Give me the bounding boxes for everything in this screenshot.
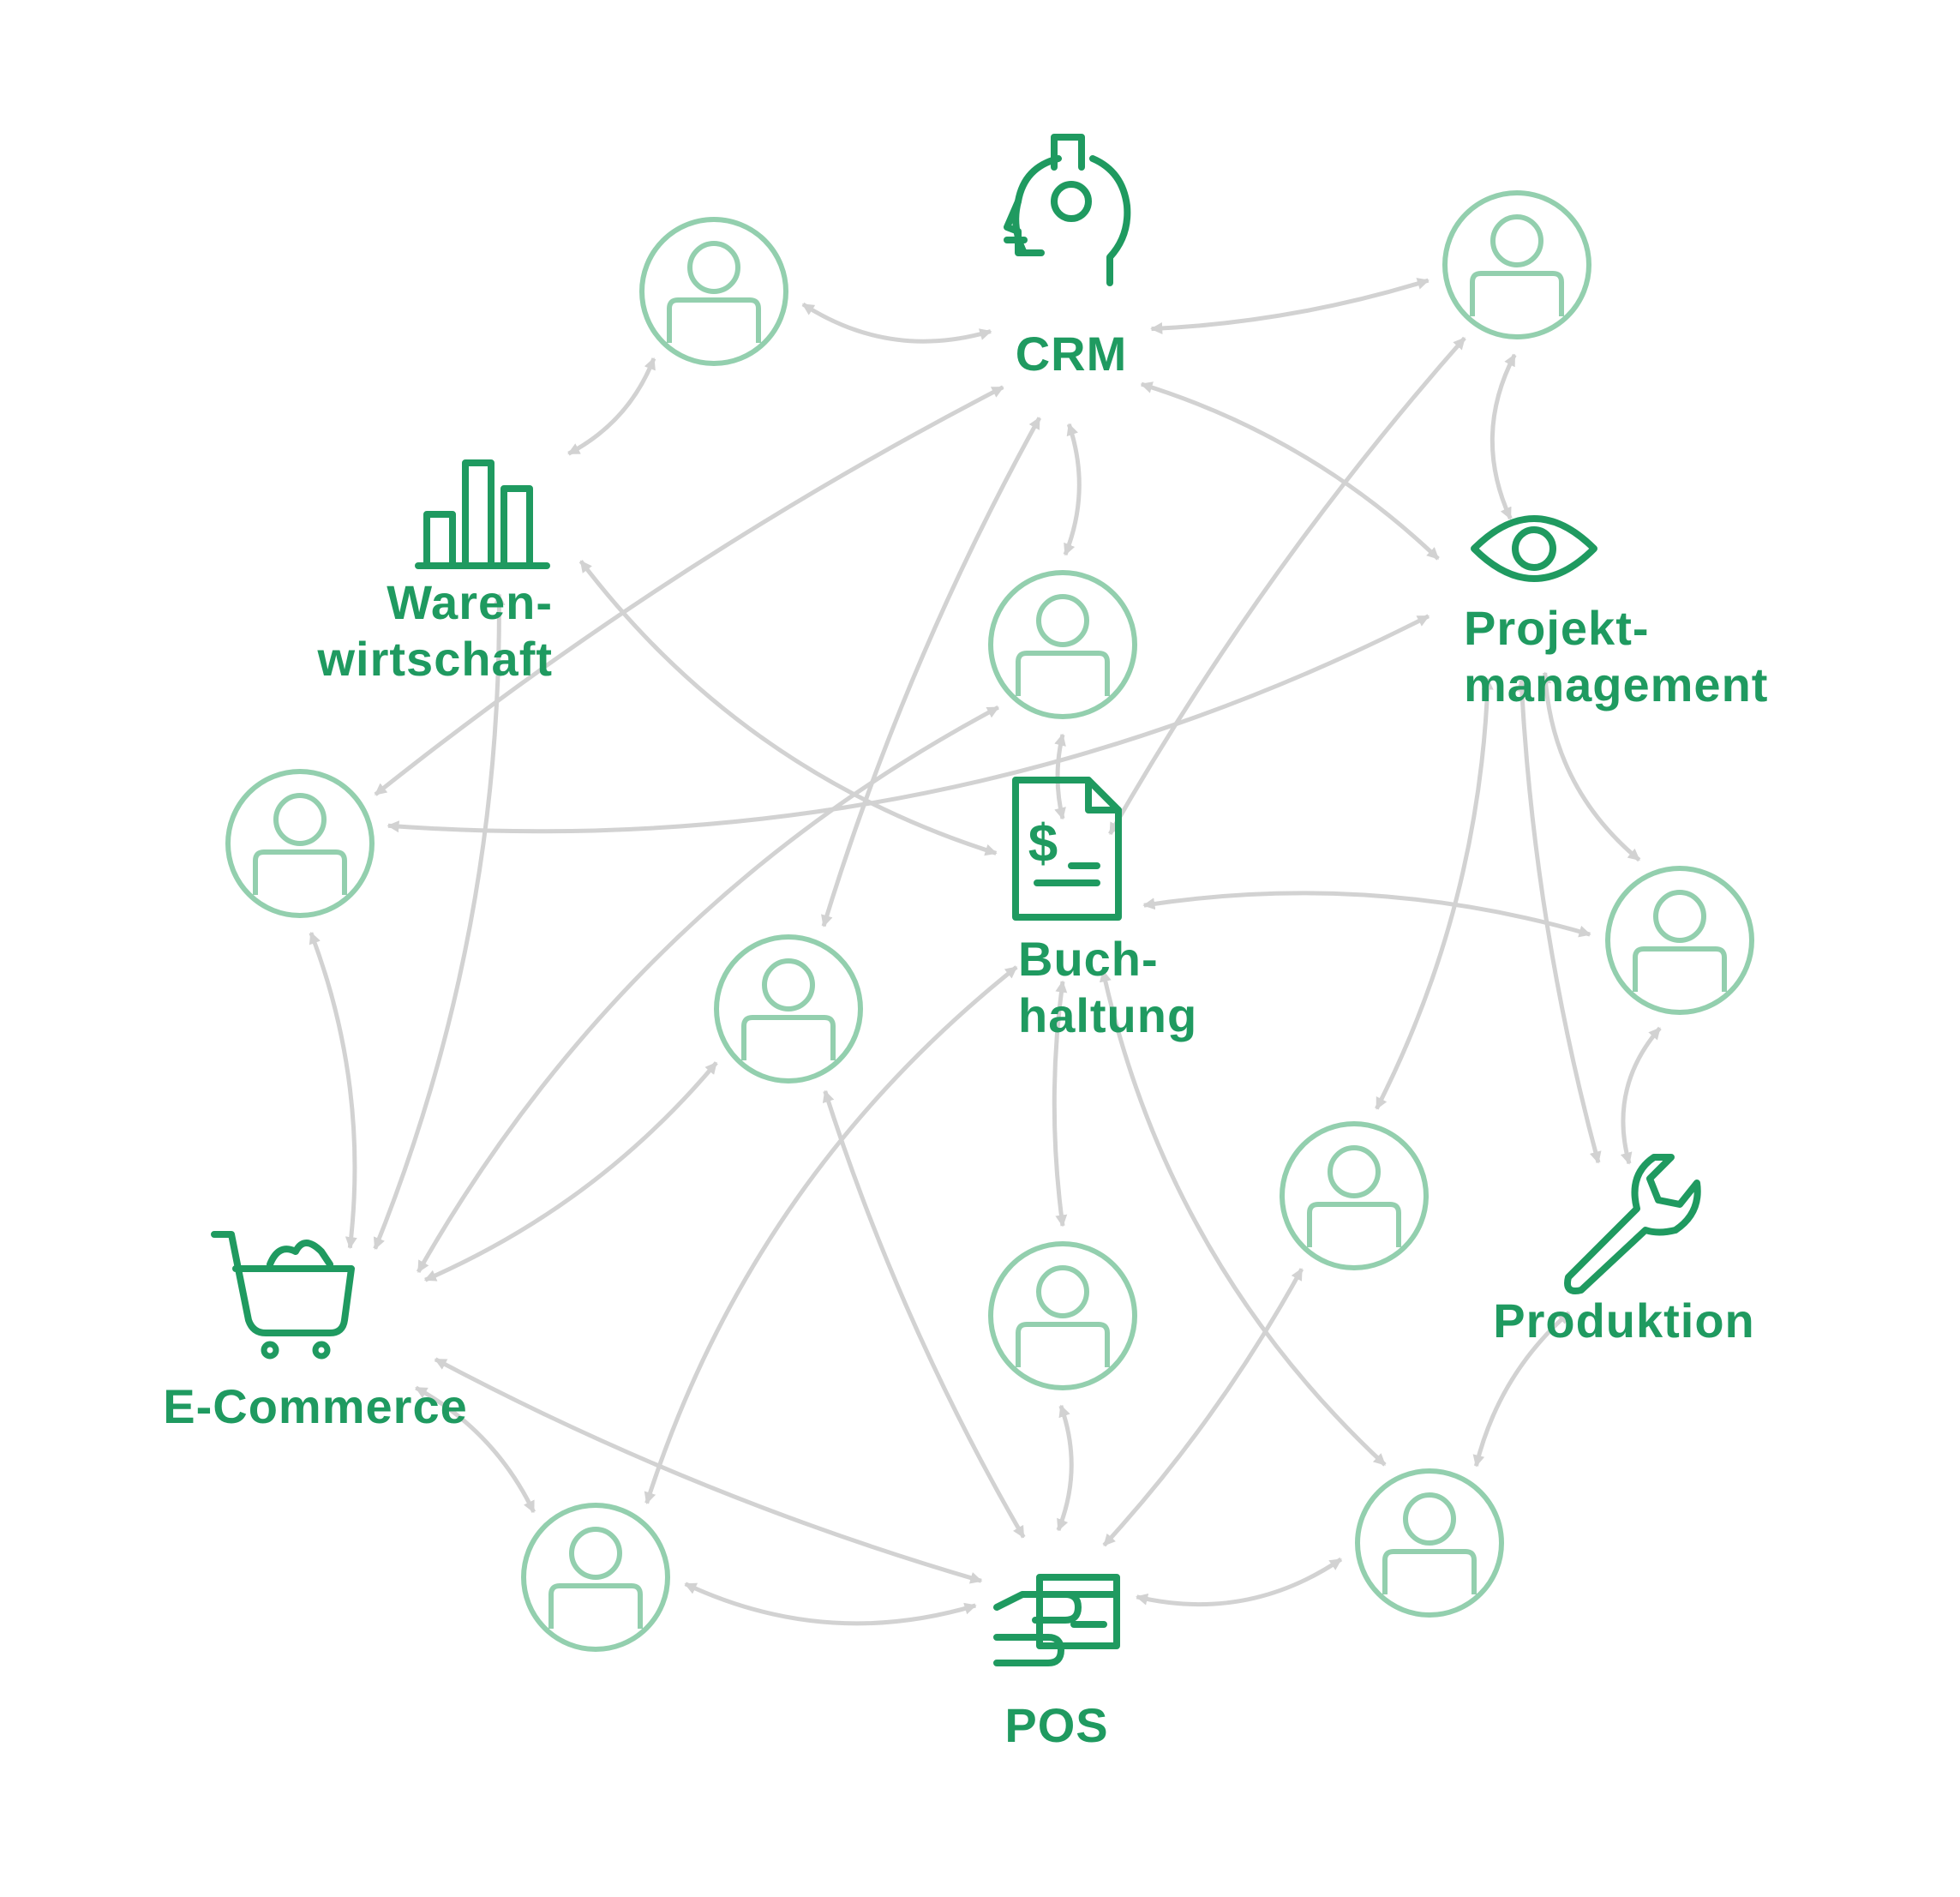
system-label-line: Produktion bbox=[1493, 1294, 1755, 1348]
connection-crm-p4 bbox=[1063, 423, 1082, 556]
system-label-produktion: Produktion bbox=[1493, 1294, 1755, 1348]
connection-pos-p8 bbox=[1102, 1268, 1304, 1547]
person-icon bbox=[1608, 868, 1752, 1012]
system-pos: POS bbox=[993, 1574, 1120, 1752]
connection-warenwirtschaft-ecommerce bbox=[373, 592, 506, 1250]
person-icon bbox=[1282, 1124, 1426, 1268]
connection-buchhaltung-p7 bbox=[1142, 891, 1591, 938]
connection-pos-p11 bbox=[1136, 1557, 1343, 1607]
connection-p6-ecommerce bbox=[423, 1061, 718, 1282]
wrench-icon bbox=[1564, 1154, 1701, 1294]
system-crm: CRM bbox=[1004, 134, 1131, 381]
connection-buchhaltung-p9 bbox=[1052, 980, 1068, 1228]
eye-icon bbox=[1471, 515, 1597, 582]
person-icon bbox=[1445, 193, 1589, 337]
person-icon bbox=[642, 219, 786, 363]
system-produktion: Produktion bbox=[1493, 1154, 1755, 1348]
connection-p7-produktion bbox=[1620, 1026, 1662, 1165]
bar-chart-icon bbox=[415, 459, 550, 569]
system-buchhaltung: $ Buch-haltung bbox=[1012, 777, 1197, 1042]
system-label-line: wirtschaft bbox=[317, 632, 554, 686]
system-label-line: Buch- bbox=[1018, 932, 1159, 986]
system-label-line: Projekt- bbox=[1464, 601, 1650, 655]
connection-p1-warenwirtschaft bbox=[567, 357, 656, 456]
system-label-projektmanagement: Projekt-management bbox=[1464, 601, 1768, 711]
person-icon bbox=[716, 937, 860, 1081]
system-label-line: management bbox=[1464, 657, 1768, 711]
connection-warenwirtschaft-buchhaltung bbox=[578, 560, 998, 856]
connection-buchhaltung-p11 bbox=[1099, 970, 1387, 1467]
connection-p10-pos bbox=[684, 1582, 977, 1626]
connection-projektmanagement-p8 bbox=[1375, 677, 1494, 1110]
system-label-ecommerce: E-Commerce bbox=[163, 1379, 467, 1433]
system-label-line: E-Commerce bbox=[163, 1379, 467, 1433]
connection-p4-ecommerce bbox=[416, 705, 999, 1273]
person-icon bbox=[991, 573, 1135, 717]
connection-crm-projektmanagement bbox=[1140, 381, 1440, 561]
system-label-warenwirtschaft: Waren-wirtschaft bbox=[317, 575, 554, 686]
connection-p11-produktion bbox=[1472, 1311, 1571, 1468]
svg-text:$: $ bbox=[1028, 814, 1058, 873]
system-label-line: POS bbox=[1004, 1698, 1108, 1752]
person-icon bbox=[1358, 1471, 1501, 1615]
connection-ecommerce-pos bbox=[434, 1357, 983, 1584]
shopping-cart-icon bbox=[211, 1231, 355, 1360]
system-label-line: CRM bbox=[1016, 327, 1128, 381]
connections bbox=[309, 278, 1662, 1626]
system-label-crm: CRM bbox=[1016, 327, 1128, 381]
headset-agent-icon bbox=[1004, 134, 1131, 286]
system-warenwirtschaft: Waren-wirtschaft bbox=[317, 459, 554, 686]
system-label-pos: POS bbox=[1004, 1698, 1108, 1752]
system-label-buchhaltung: Buch-haltung bbox=[1018, 932, 1197, 1042]
person-icon bbox=[228, 771, 372, 915]
connection-p9-pos bbox=[1056, 1404, 1074, 1532]
connection-crm-p2 bbox=[1150, 278, 1430, 335]
person-icon bbox=[991, 1244, 1135, 1388]
system-label-line: Waren- bbox=[387, 575, 553, 629]
payment-card-hand-icon bbox=[993, 1574, 1120, 1666]
system-label-line: haltung bbox=[1018, 988, 1197, 1042]
person-icon bbox=[524, 1505, 668, 1649]
connection-p1-crm bbox=[801, 302, 992, 344]
system-ecommerce: E-Commerce bbox=[163, 1231, 467, 1433]
systems: CRM Waren-wirtschaft Projekt-management $ Bu… bbox=[163, 134, 1768, 1752]
connection-p2-projektmanagement bbox=[1489, 353, 1517, 520]
connection-p3-ecommerce bbox=[309, 931, 357, 1250]
connection-p2-buchhaltung bbox=[1108, 336, 1466, 835]
system-projektmanagement: Projekt-management bbox=[1464, 515, 1768, 711]
invoice-dollar-icon: $ bbox=[1012, 777, 1122, 921]
connection-projektmanagement-produktion bbox=[1515, 679, 1602, 1164]
